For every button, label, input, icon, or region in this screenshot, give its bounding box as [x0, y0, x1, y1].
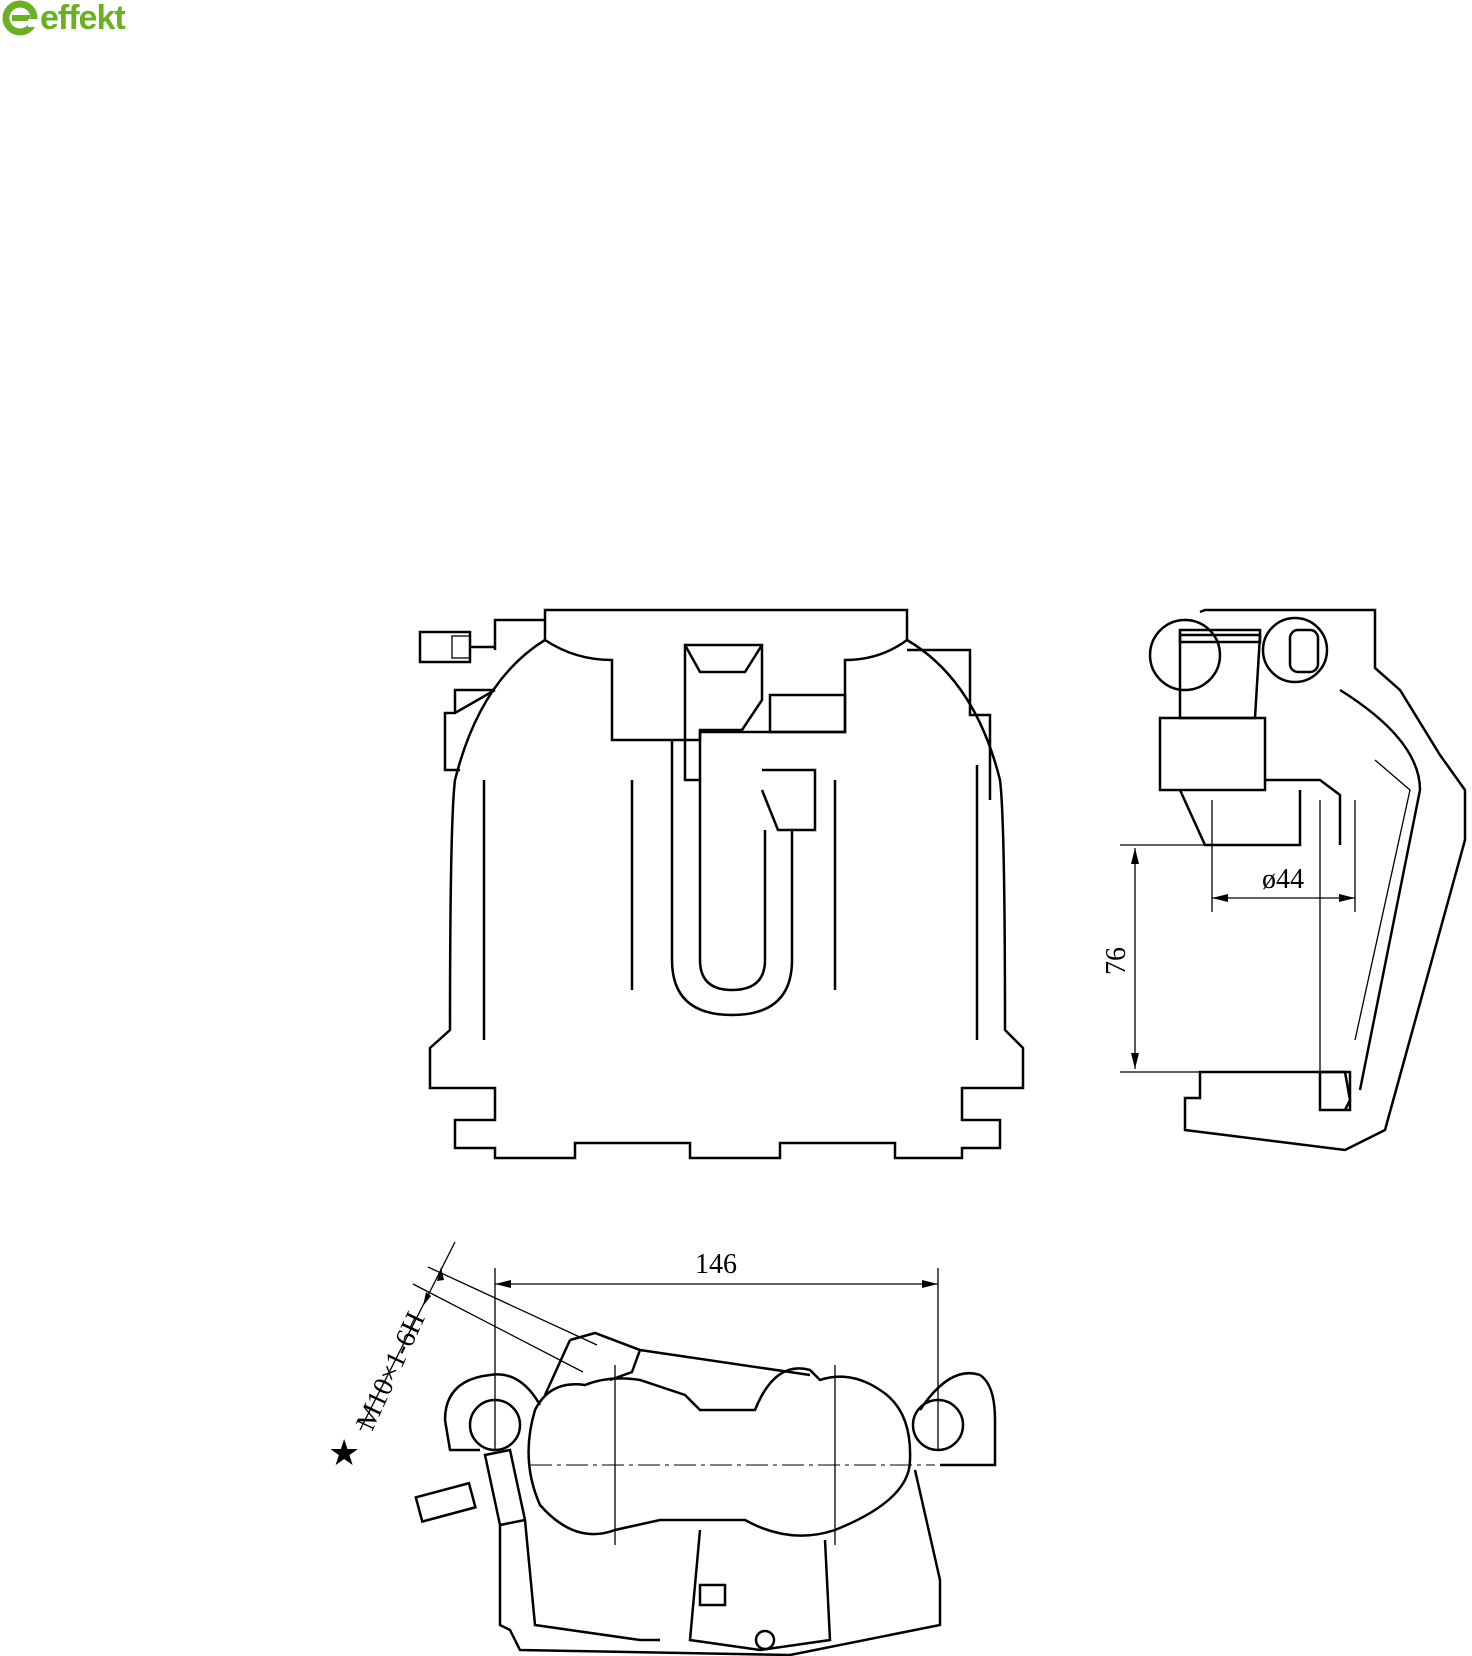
top-view — [359, 1241, 997, 1656]
width-dimension-label: 146 — [695, 1249, 737, 1280]
logo-text: effekt — [40, 0, 126, 37]
piston-diameter-label: ø44 — [1262, 864, 1304, 895]
side-view — [1120, 608, 1467, 1152]
height-dimension-label: 76 — [1101, 947, 1132, 975]
effekt-logo: effekt — [2, 0, 126, 37]
logo-e-icon — [2, 0, 38, 36]
thread-spec-label: M10×1-6H — [350, 1307, 431, 1435]
thread-marker-star: ★ — [328, 1433, 360, 1473]
front-view — [418, 608, 1025, 1160]
